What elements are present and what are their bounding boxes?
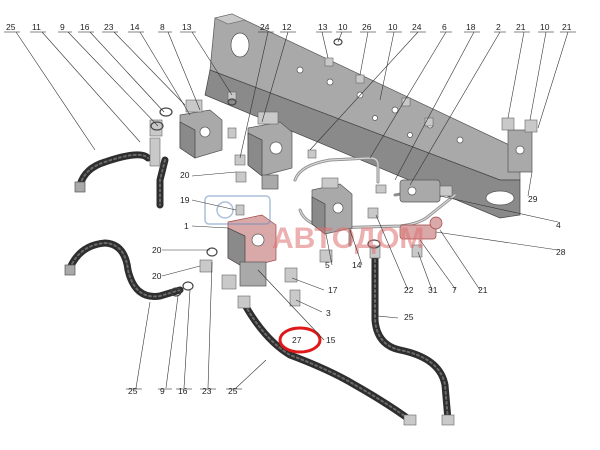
hose-end-fittings: [64, 181, 455, 426]
callout-16-top: 16: [80, 22, 90, 32]
leader-lines: [15, 31, 569, 389]
watermark-text: АВТОДОМ: [272, 222, 424, 255]
callout-14-top: 14: [130, 22, 140, 32]
callout-1: 1: [184, 221, 189, 231]
callout-21-b: 21: [562, 22, 572, 32]
callout-24-a: 24: [260, 22, 270, 32]
callout-22: 22: [404, 285, 414, 295]
callout-8: 8: [160, 22, 165, 32]
callout-20-c: 20: [152, 271, 162, 281]
callout-13-a: 13: [182, 22, 192, 32]
callout-12: 12: [282, 22, 292, 32]
callout-19: 19: [180, 195, 190, 205]
valve-4: [399, 179, 453, 203]
callout-25-bottom-2: 25: [228, 386, 238, 396]
callout-31: 31: [428, 285, 438, 295]
callout-23-bottom: 23: [202, 386, 212, 396]
callout-10-b: 10: [388, 22, 398, 32]
callout-26: 26: [362, 22, 372, 32]
bracket-28: [399, 216, 443, 240]
callout-28: 28: [556, 247, 566, 257]
callout-17: 17: [328, 285, 338, 295]
cross-member-beam: [204, 13, 521, 219]
callout-11: 11: [32, 22, 41, 32]
highlight-ring: [278, 326, 322, 354]
callout-10-c: 10: [540, 22, 550, 32]
callout-21-mid: 21: [478, 285, 488, 295]
callout-labels: 25 11 9 16 23 14 8 13 24 12 13 10 26 10 …: [6, 22, 572, 396]
callout-25-top: 25: [6, 22, 16, 32]
callout-23-top: 23: [104, 22, 114, 32]
callout-4: 4: [556, 220, 561, 230]
callout-underlines: [4, 31, 576, 390]
valve-5: [311, 177, 353, 235]
callout-6: 6: [442, 22, 447, 32]
callout-27: 27: [292, 335, 302, 345]
washers: [150, 38, 381, 297]
callout-18: 18: [466, 22, 476, 32]
callout-29: 29: [528, 194, 538, 204]
callout-16-bottom: 16: [178, 386, 188, 396]
callout-3: 3: [326, 308, 331, 318]
callout-14-mid: 14: [352, 260, 362, 270]
watermark-logo: АВТОДОМ: [204, 195, 424, 255]
callout-9-bottom: 9: [160, 386, 165, 396]
callout-7: 7: [452, 285, 457, 295]
valve-main-1: [227, 214, 277, 287]
callout-24-b: 24: [412, 22, 422, 32]
callout-25-bottom-1: 25: [128, 386, 138, 396]
callout-15: 15: [326, 335, 336, 345]
callout-9-top: 9: [60, 22, 65, 32]
callout-20-a: 20: [180, 170, 190, 180]
valve-29: [501, 117, 538, 173]
callout-5: 5: [325, 260, 330, 270]
valve-8: [179, 99, 223, 159]
callout-13-b: 13: [318, 22, 328, 32]
callout-10-a: 10: [338, 22, 348, 32]
callout-2: 2: [496, 22, 501, 32]
valve-12: [247, 111, 293, 190]
small-fittings: [149, 57, 434, 307]
callout-20-b: 20: [152, 245, 162, 255]
callout-25-mid: 25: [404, 312, 414, 322]
flexible-hoses: [66, 151, 452, 424]
callout-21-top: 21: [516, 22, 526, 32]
